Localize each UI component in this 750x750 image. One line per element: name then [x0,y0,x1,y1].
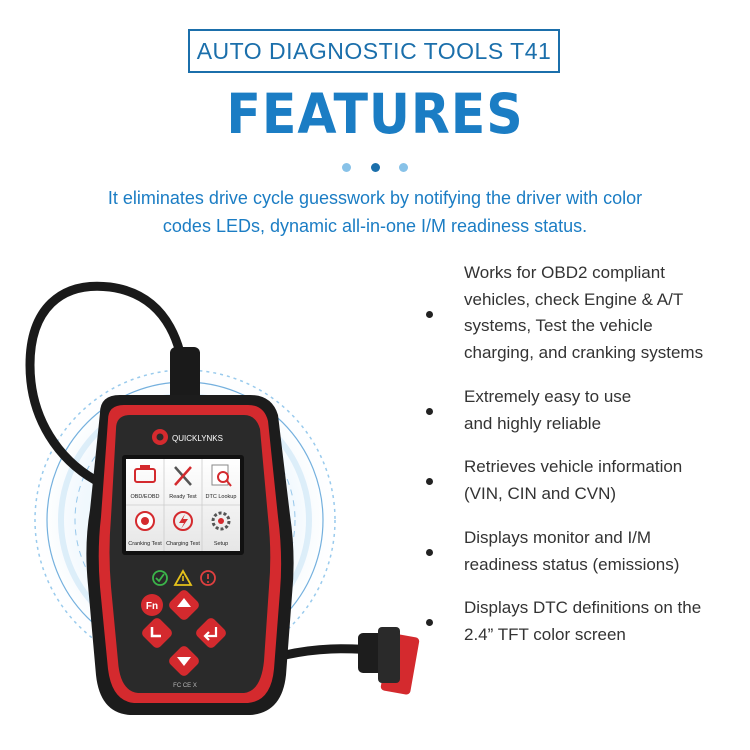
engine-icon[interactable] [134,465,156,483]
brand-name: QUICKLYNKS [172,434,223,443]
menu-label: Setup [214,541,228,547]
up-arrow-button[interactable] [167,588,201,622]
carousel-dot[interactable] [399,163,408,172]
menu-label: Ready Test [169,494,197,500]
subtitle-line-2: codes LEDs, dynamic all-in-one I/M readi… [162,216,588,236]
up-arrow-icon [177,598,191,607]
feature-line: 2.4” TFT color screen [464,624,626,644]
product-title-box: AUTO DIAGNOSTIC TOOLS T41 [188,29,560,73]
enter-arrow-icon [203,627,218,641]
feature-line: Displays monitor and I/M [464,528,652,547]
carousel-dot[interactable] [342,163,351,172]
device-screen: OBD/EOBD Ready Test DTC Lookup Cranking … [122,455,244,555]
feature-line: and highly reliable [464,413,602,433]
feature-line: (VIN, CIN and CVN) [464,483,617,503]
feature-line: Extremely easy to use [464,387,632,406]
fn-label: Fn [146,601,158,612]
feature-line: systems, Test the vehicle [464,316,653,335]
feature-line: Retrieves vehicle information [464,457,683,476]
down-arrow-icon [177,657,191,666]
brand-logo: QUICKLYNKS [152,429,223,445]
feature-line: vehicles, check Engine & A/T [464,289,684,309]
gear-icon[interactable] [211,511,231,531]
status-leds [152,569,216,586]
obd2-scanner-illustration: QUICKLYNKS OBD/EOBD Ready Test DTC Looku… [25,281,420,715]
bullet-dot [426,619,433,626]
cable-strain-relief [170,347,200,409]
certification-marks: FC CE X [173,683,197,689]
bullet-dot [426,408,433,415]
subtitle-line-1: It eliminates drive cycle guesswork by n… [107,188,643,208]
feature-line: Displays DTC definitions on the [464,598,702,617]
features-heading: FEATURES [226,82,524,146]
back-arrow-icon [150,627,161,638]
warning-led-icon [173,569,193,586]
obd2-connector [358,627,420,695]
enter-button[interactable] [194,616,228,650]
feature-line: charging, and cranking systems [464,342,704,362]
magnifier-icon[interactable] [211,464,232,487]
bullet-dot [426,311,433,318]
error-led-icon [200,570,216,586]
product-title: AUTO DIAGNOSTIC TOOLS T41 [196,37,552,64]
carousel-dot-active[interactable] [371,163,380,172]
tools-icon[interactable] [174,466,192,486]
keypad: Fn [140,588,228,678]
carousel-dots [340,161,412,173]
menu-label: DTC Lookup [206,494,237,500]
menu-label: OBD/EOBD [130,494,159,500]
bullet-dot [426,478,433,485]
start-button-icon[interactable] [135,511,155,531]
lightning-icon[interactable] [173,511,193,531]
fn-button[interactable]: Fn [141,594,163,616]
feature-line: readiness status (emissions) [464,554,680,574]
subtitle: It eliminates drive cycle guesswork by n… [60,184,690,240]
menu-label: Charging Test [166,541,200,547]
check-led-icon [152,570,168,586]
back-button[interactable] [140,616,174,650]
down-arrow-button[interactable] [167,644,201,678]
menu-label: Cranking Test [128,541,162,547]
feature-line: Works for OBD2 compliant [464,263,665,282]
bullet-dot [426,549,433,556]
